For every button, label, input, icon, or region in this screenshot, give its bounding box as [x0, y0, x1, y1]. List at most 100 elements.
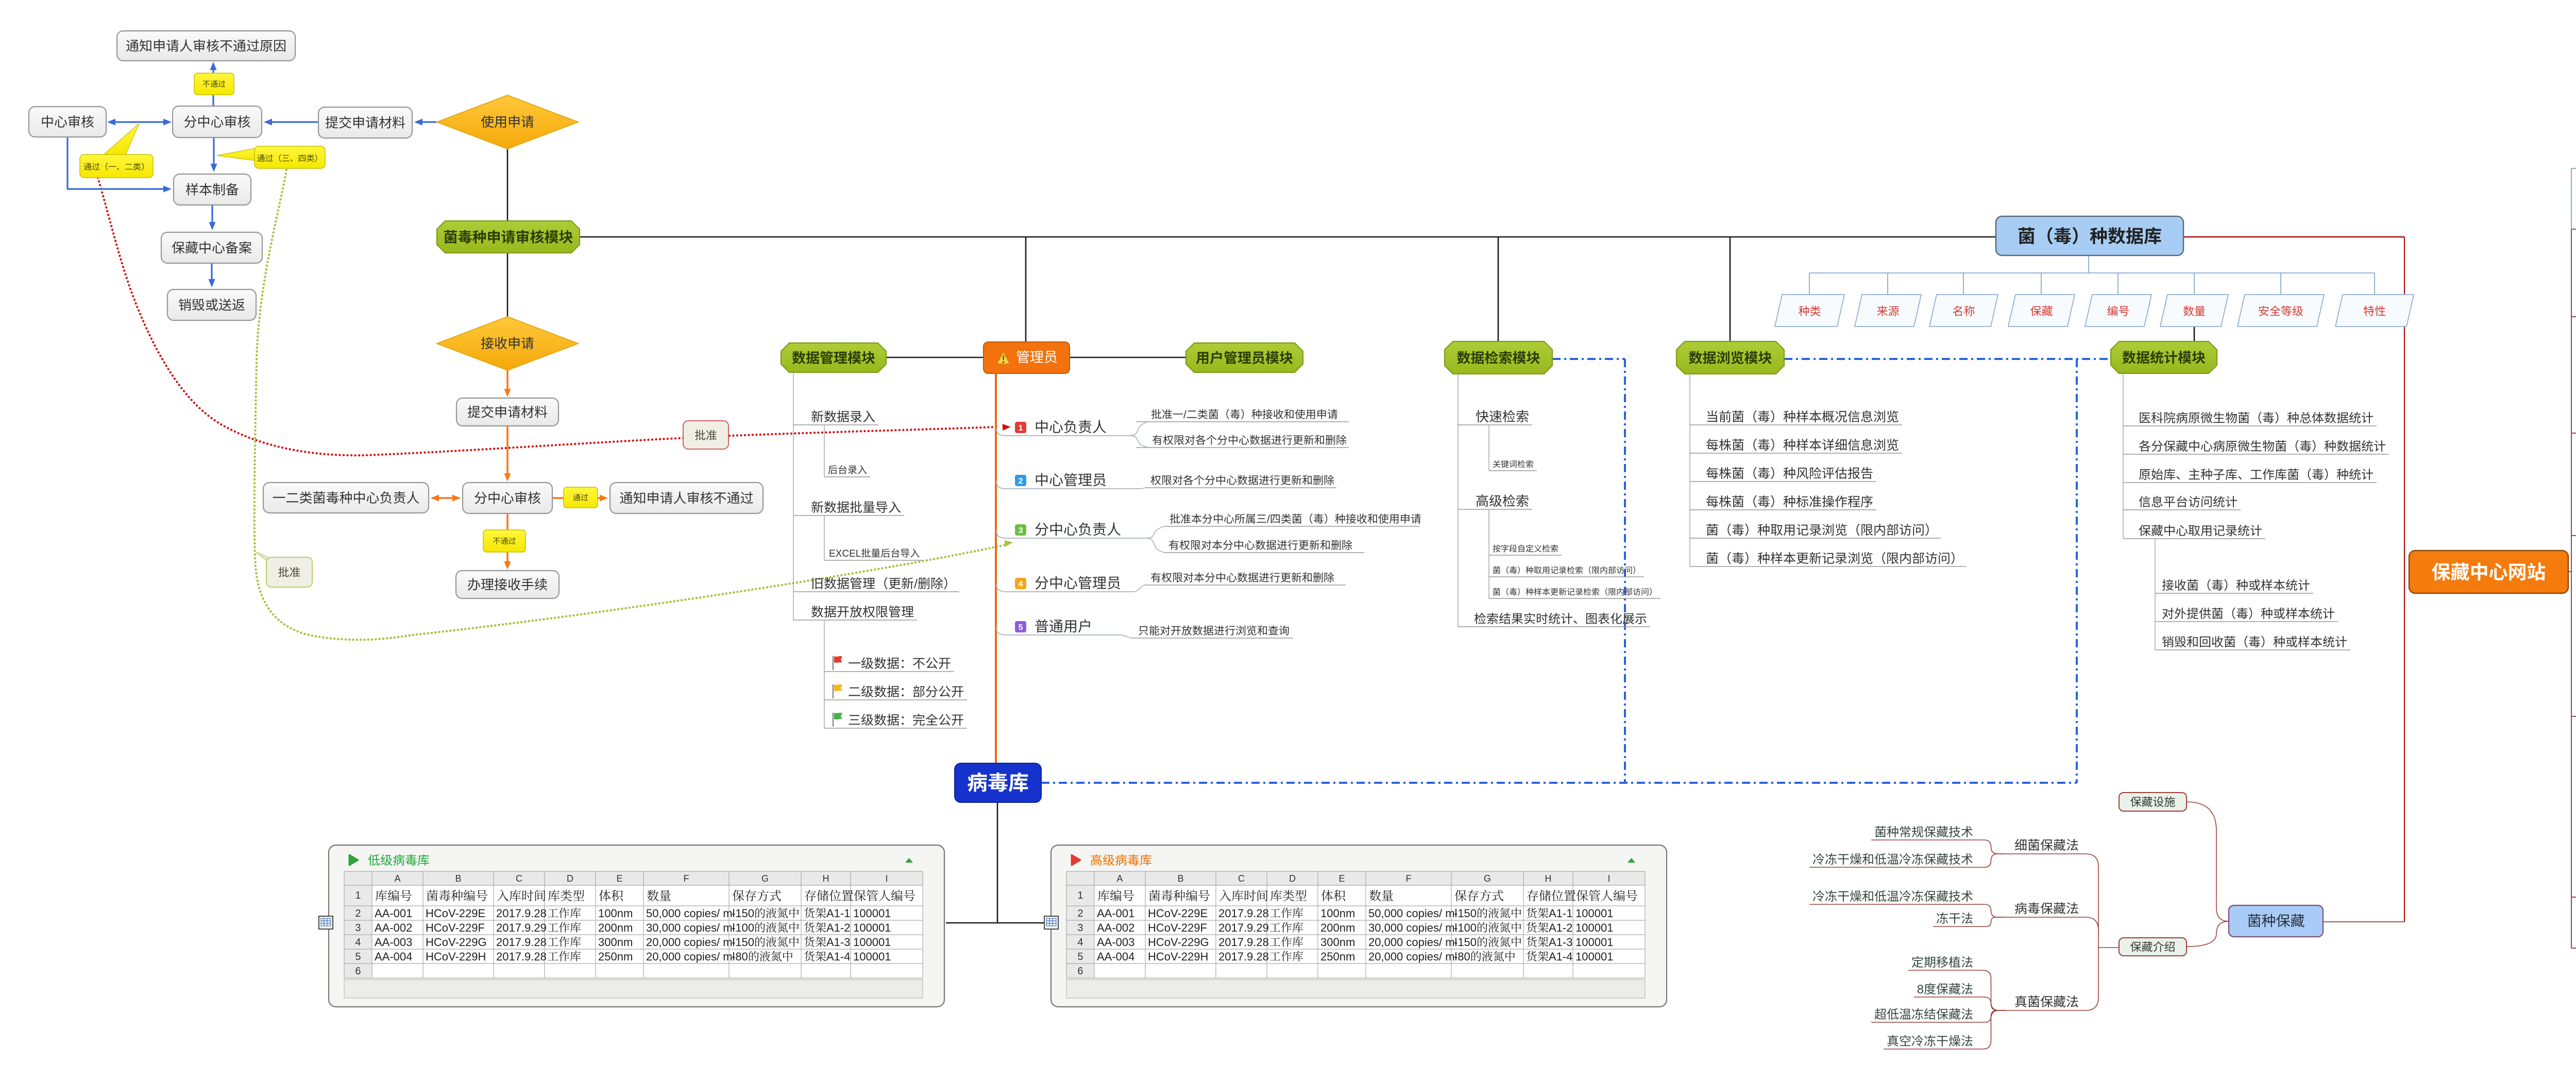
svg-text:200nm: 200nm — [598, 921, 633, 934]
svg-text:D: D — [567, 873, 573, 884]
svg-text:C: C — [1238, 873, 1245, 884]
svg-text:AA-004: AA-004 — [375, 950, 412, 963]
svg-text:20,000 copies/ ml: 20,000 copies/ ml — [646, 936, 735, 949]
svg-text:HCoV-229H: HCoV-229H — [426, 950, 486, 963]
svg-text:-100: -100 — [1454, 921, 1477, 934]
svg-text:2: 2 — [1019, 477, 1023, 486]
svg-text:AA-001: AA-001 — [375, 907, 412, 920]
svg-text:HCoV-229E: HCoV-229E — [426, 907, 485, 920]
svg-text:A1-4: A1-4 — [826, 950, 850, 963]
svg-text:-150: -150 — [1454, 907, 1477, 920]
svg-text:2: 2 — [1077, 908, 1083, 919]
svg-text:6: 6 — [1077, 966, 1083, 977]
svg-text:A1-2: A1-2 — [1549, 921, 1572, 934]
svg-text:A1-4: A1-4 — [1549, 950, 1572, 963]
svg-text:EXCEL: EXCEL — [829, 548, 861, 559]
svg-text:100nm: 100nm — [598, 907, 633, 920]
svg-text:A: A — [395, 873, 401, 884]
svg-text:E: E — [1339, 873, 1345, 884]
svg-text:100001: 100001 — [1575, 907, 1613, 920]
svg-text:100001: 100001 — [853, 950, 891, 963]
svg-text:30,000 copies/ ml: 30,000 copies/ ml — [646, 921, 735, 934]
svg-text:50,000 copies/ ml: 50,000 copies/ ml — [1368, 907, 1457, 920]
svg-text:20,000 copies/ ml: 20,000 copies/ ml — [646, 950, 735, 963]
svg-text:4: 4 — [1019, 580, 1023, 589]
svg-text:A1-1: A1-1 — [1549, 907, 1572, 920]
svg-text:AA-003: AA-003 — [1097, 936, 1134, 949]
svg-text:5: 5 — [1077, 951, 1083, 963]
svg-text:HCoV-229H: HCoV-229H — [1148, 950, 1208, 963]
svg-text:1: 1 — [355, 890, 361, 901]
svg-text:4: 4 — [355, 937, 361, 948]
svg-text:A1-1: A1-1 — [826, 907, 850, 920]
svg-text:100001: 100001 — [1575, 921, 1613, 934]
svg-text:5: 5 — [1019, 623, 1023, 632]
svg-text:1: 1 — [1019, 424, 1023, 433]
svg-text:-150: -150 — [1454, 936, 1477, 949]
svg-text:HCoV-229G: HCoV-229G — [426, 936, 487, 949]
svg-text:A: A — [1117, 873, 1123, 884]
svg-text:H: H — [823, 873, 829, 884]
svg-text:3: 3 — [355, 922, 361, 934]
svg-text:50,000 copies/ ml: 50,000 copies/ ml — [646, 907, 735, 920]
svg-text:AA-001: AA-001 — [1097, 907, 1134, 920]
svg-text:2017.9.28: 2017.9.28 — [496, 950, 547, 963]
svg-text:D: D — [1289, 873, 1296, 884]
svg-text:/: / — [1183, 409, 1187, 421]
svg-text:A1-3: A1-3 — [1549, 936, 1572, 949]
svg-text:3: 3 — [1077, 922, 1083, 934]
svg-text:F: F — [1406, 873, 1412, 884]
svg-text:3: 3 — [1019, 526, 1023, 535]
svg-text:4: 4 — [1077, 937, 1083, 948]
svg-text:AA-004: AA-004 — [1097, 950, 1134, 963]
svg-text:HCoV-229G: HCoV-229G — [1148, 936, 1209, 949]
svg-text:HCoV-229E: HCoV-229E — [1148, 907, 1208, 920]
svg-text:G: G — [1484, 873, 1491, 884]
svg-text:20,000 copies/ ml: 20,000 copies/ ml — [1368, 936, 1457, 949]
svg-text:I: I — [1608, 873, 1611, 884]
svg-text:A1-2: A1-2 — [826, 921, 850, 934]
svg-text:C: C — [516, 873, 522, 884]
svg-text:300nm: 300nm — [1320, 936, 1355, 949]
svg-text:B: B — [1178, 873, 1184, 884]
svg-text:300nm: 300nm — [598, 936, 633, 949]
svg-text:H: H — [1545, 873, 1552, 884]
svg-text:AA-002: AA-002 — [1097, 921, 1134, 934]
svg-text:20,000 copies/ ml: 20,000 copies/ ml — [1368, 950, 1457, 963]
svg-text:F: F — [684, 873, 689, 884]
svg-text:/: / — [914, 577, 918, 591]
svg-text:2017.9.28: 2017.9.28 — [1218, 907, 1269, 920]
svg-text:1: 1 — [1077, 890, 1083, 901]
svg-text:I: I — [886, 873, 888, 884]
svg-text:100001: 100001 — [853, 936, 891, 949]
svg-text:/: / — [1267, 513, 1270, 525]
svg-text:A1-3: A1-3 — [826, 936, 850, 949]
svg-text:2017.9.28: 2017.9.28 — [496, 936, 547, 949]
svg-text:2: 2 — [355, 908, 361, 919]
svg-text:G: G — [761, 873, 769, 884]
svg-text:2017.9.28: 2017.9.28 — [1218, 950, 1269, 963]
svg-text:100nm: 100nm — [1320, 907, 1355, 920]
svg-text:E: E — [617, 873, 623, 884]
svg-text:-80: -80 — [1454, 950, 1470, 963]
svg-text:250nm: 250nm — [598, 950, 633, 963]
svg-text:100001: 100001 — [1575, 950, 1613, 963]
svg-text:HCoV-229F: HCoV-229F — [1148, 921, 1207, 934]
svg-text:2017.9.28: 2017.9.28 — [1218, 936, 1269, 949]
svg-text:HCoV-229F: HCoV-229F — [426, 921, 485, 934]
svg-text:8: 8 — [1917, 983, 1924, 997]
svg-text:6: 6 — [355, 966, 361, 977]
svg-text:AA-003: AA-003 — [375, 936, 412, 949]
svg-text:-100: -100 — [732, 921, 754, 934]
svg-text:200nm: 200nm — [1320, 921, 1355, 934]
svg-text:100001: 100001 — [853, 907, 891, 920]
svg-text:2017.9.28: 2017.9.28 — [496, 907, 547, 920]
svg-text:-150: -150 — [732, 907, 754, 920]
svg-text:-150: -150 — [732, 936, 754, 949]
svg-text:100001: 100001 — [1575, 936, 1613, 949]
svg-text:-80: -80 — [732, 950, 748, 963]
svg-text:AA-002: AA-002 — [375, 921, 412, 934]
svg-text:5: 5 — [355, 951, 361, 963]
svg-text:2017.9.29: 2017.9.29 — [1218, 921, 1269, 934]
svg-text:B: B — [455, 873, 462, 884]
